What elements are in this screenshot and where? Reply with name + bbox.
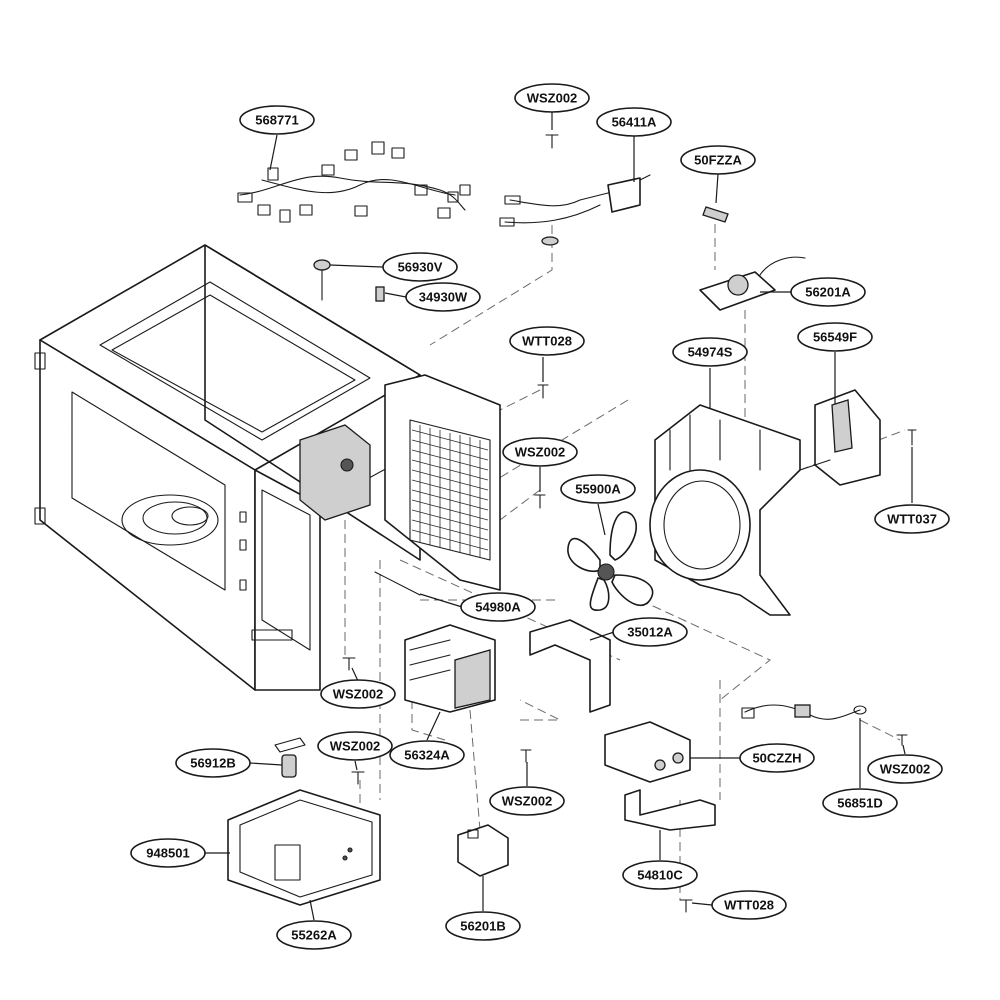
svg-text:56851D: 56851D: [837, 796, 883, 811]
svg-text:56411A: 56411A: [612, 115, 657, 130]
callout-wsz002-mid: WSZ002: [502, 437, 578, 467]
callout-56201b: 56201B: [445, 911, 521, 941]
circuit-board-56201a: [699, 256, 806, 311]
callout-56549f: 56549F: [797, 322, 873, 352]
fan-motor-56549f: [799, 389, 881, 486]
callout-54980a: 54980A: [460, 592, 536, 622]
callout-wsz002-lower: WSZ002: [317, 731, 393, 761]
fuse-50fzza: [702, 206, 729, 223]
callout-54974s: 54974S: [672, 337, 748, 367]
svg-text:WSZ002: WSZ002: [333, 687, 384, 702]
svg-text:56201B: 56201B: [460, 919, 506, 934]
svg-text:56324A: 56324A: [404, 748, 450, 763]
part-56201b: [457, 824, 509, 877]
magnetron-56324a: [404, 624, 496, 713]
svg-text:50FZZA: 50FZZA: [694, 153, 742, 168]
svg-text:35012A: 35012A: [627, 625, 673, 640]
svg-text:WTT028: WTT028: [724, 898, 774, 913]
svg-text:WSZ002: WSZ002: [880, 762, 931, 777]
callout-wsz002-right: WSZ002: [867, 754, 943, 784]
fuse-holder-56411a: [499, 174, 651, 246]
callout-56930v: 56930V: [382, 252, 458, 282]
callout-34930w: 34930W: [405, 282, 481, 312]
svg-text:WSZ002: WSZ002: [330, 739, 381, 754]
callout-55262a: 55262A: [276, 920, 352, 950]
fan-blade-55900a: [567, 511, 654, 611]
callout-wsz002-bottom: WSZ002: [489, 786, 565, 816]
svg-text:56201A: 56201A: [805, 285, 851, 300]
callout-568771: 568771: [239, 105, 315, 135]
callout-56912b: 56912B: [175, 748, 251, 778]
svg-text:56930V: 56930V: [398, 260, 443, 275]
thermostat-56930v: [313, 259, 331, 301]
svg-text:568771: 568771: [255, 113, 298, 128]
leader-lines: [205, 112, 913, 921]
cord-56851d: [741, 704, 867, 720]
callout-948501: 948501: [130, 838, 206, 868]
svg-text:54980A: 54980A: [475, 600, 521, 615]
callout-wsz002-top: WSZ002: [514, 83, 590, 113]
screws: [342, 134, 917, 913]
callout-56411a: 56411A: [596, 107, 672, 137]
svg-text:WTT028: WTT028: [522, 334, 572, 349]
bracket-54810c: [624, 789, 716, 831]
svg-text:55900A: 55900A: [575, 482, 621, 497]
svg-text:WTT037: WTT037: [887, 512, 937, 527]
bracket-35012a: [529, 619, 611, 713]
svg-text:WSZ002: WSZ002: [515, 445, 566, 460]
callout-56324a: 56324A: [389, 740, 465, 770]
svg-text:56912B: 56912B: [190, 756, 236, 771]
fan-duct-54974s: [649, 404, 801, 616]
callout-56201a: 56201A: [790, 277, 866, 307]
callout-35012a: 35012A: [612, 617, 688, 647]
callout-wtt028-bottom: WTT028: [711, 890, 787, 920]
part-56912b: [274, 737, 306, 778]
callout-wsz002-left: WSZ002: [320, 679, 396, 709]
callout-50czzh: 50CZZH: [739, 743, 815, 773]
svg-text:56549F: 56549F: [813, 330, 857, 345]
callout-54810c: 54810C: [622, 860, 698, 890]
svg-text:WSZ002: WSZ002: [527, 91, 578, 106]
svg-text:54810C: 54810C: [637, 868, 683, 883]
svg-text:54974S: 54974S: [688, 345, 733, 360]
oven-cavity: [34, 244, 421, 691]
wire-harness: [237, 141, 471, 223]
callout-wtt037: WTT037: [874, 504, 950, 534]
svg-text:55262A: 55262A: [291, 928, 337, 943]
capacitor-50czzh: [604, 721, 691, 783]
vent-plate: [384, 374, 501, 591]
svg-text:50CZZH: 50CZZH: [752, 751, 801, 766]
svg-text:948501: 948501: [146, 846, 189, 861]
transformer-55262a: [227, 789, 381, 906]
callout-56851d: 56851D: [822, 788, 898, 818]
svg-text:34930W: 34930W: [419, 290, 468, 305]
callout-wtt028-top: WTT028: [509, 326, 585, 356]
callout-50fzza: 50FZZA: [680, 145, 756, 175]
switch-34930w: [375, 286, 385, 302]
wire-54980a: [374, 571, 421, 596]
svg-text:WSZ002: WSZ002: [502, 794, 553, 809]
callout-55900a: 55900A: [560, 474, 636, 504]
